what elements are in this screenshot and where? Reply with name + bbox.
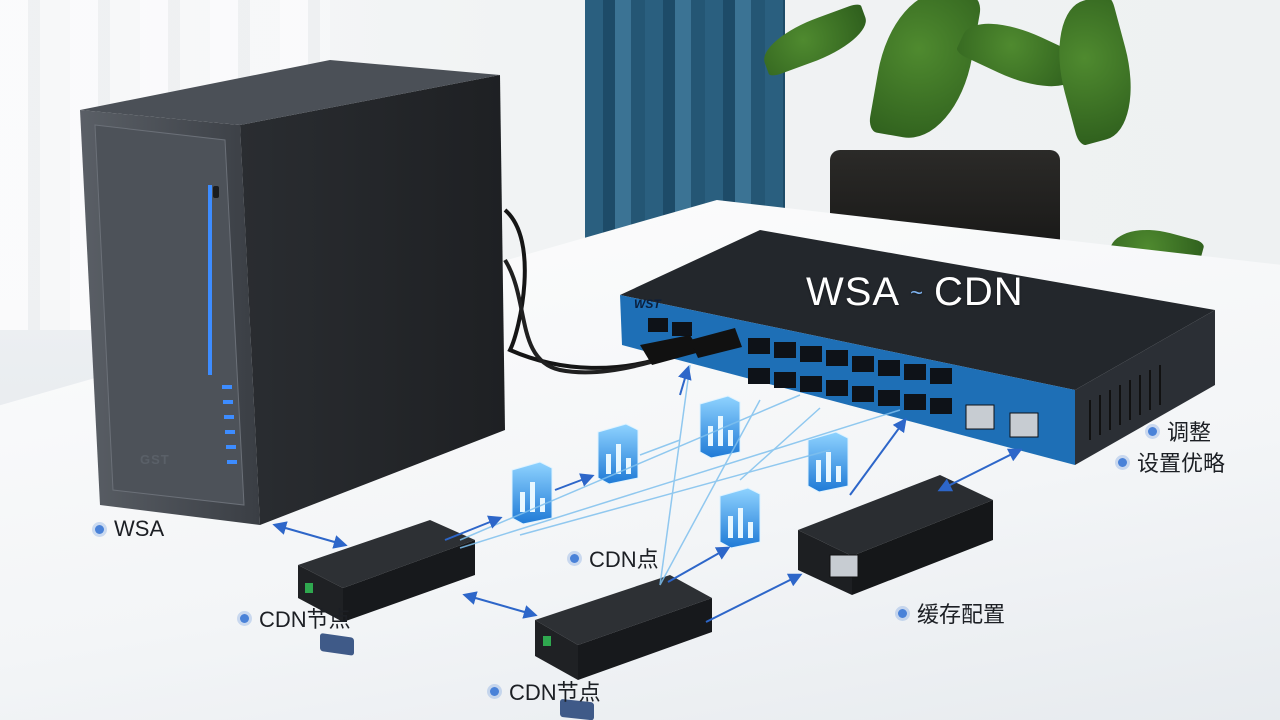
bullet-dot-icon bbox=[1118, 457, 1127, 467]
data-building-icon bbox=[719, 487, 761, 549]
label-cdn-node-1-text: CDN节点 bbox=[259, 607, 351, 632]
connection-lines bbox=[459, 364, 901, 586]
title-right: CDN bbox=[933, 270, 1024, 314]
bullet-dot-icon bbox=[95, 524, 104, 534]
label-cache-config: 缓存配置 bbox=[898, 597, 1005, 629]
diagram-title: WSA ~ CDN bbox=[806, 270, 1024, 315]
label-cdn-node-2: CDN节点 bbox=[490, 675, 601, 707]
label-cdn-node-1: CDN节点 bbox=[240, 602, 351, 634]
title-separator: ~ bbox=[910, 279, 924, 305]
title-left: WSA bbox=[806, 270, 901, 314]
arrows bbox=[272, 365, 1023, 623]
label-adjust-text: 调整 bbox=[1167, 420, 1212, 445]
network-switch-icon bbox=[620, 230, 1215, 465]
cdn-node-box-icon bbox=[298, 520, 475, 656]
label-cache-config-text: 缓存配置 bbox=[917, 602, 1006, 627]
bullet-dot-icon bbox=[570, 553, 579, 563]
label-cdn-node-2-text: CDN节点 bbox=[509, 680, 601, 705]
server-tower-icon bbox=[80, 60, 701, 525]
blue-curtain bbox=[585, 0, 785, 240]
label-wsa: WSA bbox=[95, 516, 164, 542]
bullet-dot-icon bbox=[898, 608, 907, 618]
switch-brand-logo: WST bbox=[634, 297, 661, 311]
bullet-dot-icon bbox=[1148, 426, 1157, 436]
label-cdn-point: CDN点 bbox=[570, 542, 659, 574]
label-settings-optimize: 设置优略 bbox=[1118, 446, 1225, 478]
label-adjust: 调整 bbox=[1148, 415, 1211, 447]
label-cdn-point-text: CDN点 bbox=[589, 547, 659, 572]
cdn-node-box-icon bbox=[535, 575, 712, 720]
tower-brand-logo: GST bbox=[140, 452, 170, 467]
data-building-icon bbox=[807, 431, 849, 493]
bullet-dot-icon bbox=[490, 686, 499, 696]
cache-device-icon bbox=[798, 475, 993, 595]
bullet-dot-icon bbox=[240, 613, 249, 623]
data-building-icon bbox=[597, 423, 639, 485]
data-building-icon bbox=[699, 395, 741, 459]
label-wsa-text: WSA bbox=[114, 516, 165, 541]
label-settings-optimize-text: 设置优略 bbox=[1137, 451, 1226, 476]
